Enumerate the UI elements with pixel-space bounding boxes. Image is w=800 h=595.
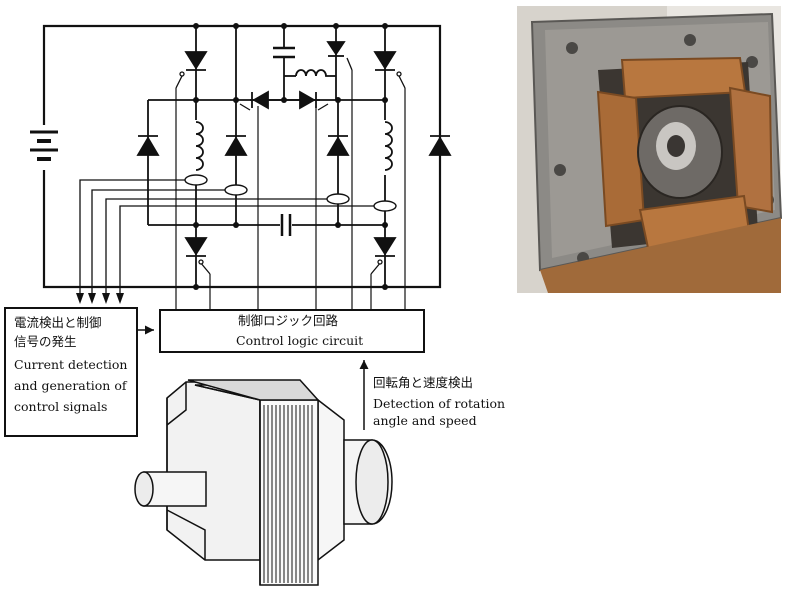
rotation-label-ja: 回転角と速度検出 bbox=[373, 375, 474, 390]
diodes bbox=[136, 41, 452, 257]
inductor-top bbox=[295, 69, 330, 77]
phase-coil-right bbox=[377, 120, 395, 175]
current-detection-box bbox=[4, 307, 138, 437]
capacitor-middle bbox=[280, 214, 292, 236]
left-box-ja-line2: 信号の発生 bbox=[14, 334, 77, 349]
sense-lines bbox=[79, 179, 374, 300]
lamination-lines bbox=[263, 405, 313, 583]
capacitor-top bbox=[273, 46, 295, 59]
phase-coil-left bbox=[188, 120, 206, 175]
rotation-label-en-line1: Detection of rotation bbox=[373, 396, 506, 411]
sense-arrows bbox=[76, 293, 124, 304]
left-box-ja-line1: 電流検出と制御 bbox=[14, 315, 102, 330]
rotation-label-en-line2: angle and speed bbox=[373, 413, 477, 428]
logic-box-ja: 制御ロジック回路 bbox=[238, 313, 339, 328]
logic-box-en: Control logic circuit bbox=[236, 333, 364, 348]
motor-drawing bbox=[134, 379, 393, 586]
left-box-en-line1: Current detection bbox=[14, 357, 128, 372]
logic-circuit-box bbox=[159, 309, 425, 353]
current-sensors bbox=[184, 174, 397, 212]
gate-signal-lines bbox=[175, 70, 406, 310]
gate-leads bbox=[175, 57, 406, 275]
motor-photo bbox=[517, 6, 783, 293]
power-rails bbox=[42, 24, 442, 289]
junction-dots bbox=[193, 23, 388, 290]
left-box-en-line2: and generation of bbox=[14, 378, 127, 393]
battery-symbol bbox=[30, 125, 60, 170]
left-box-en-line3: control signals bbox=[14, 399, 108, 414]
